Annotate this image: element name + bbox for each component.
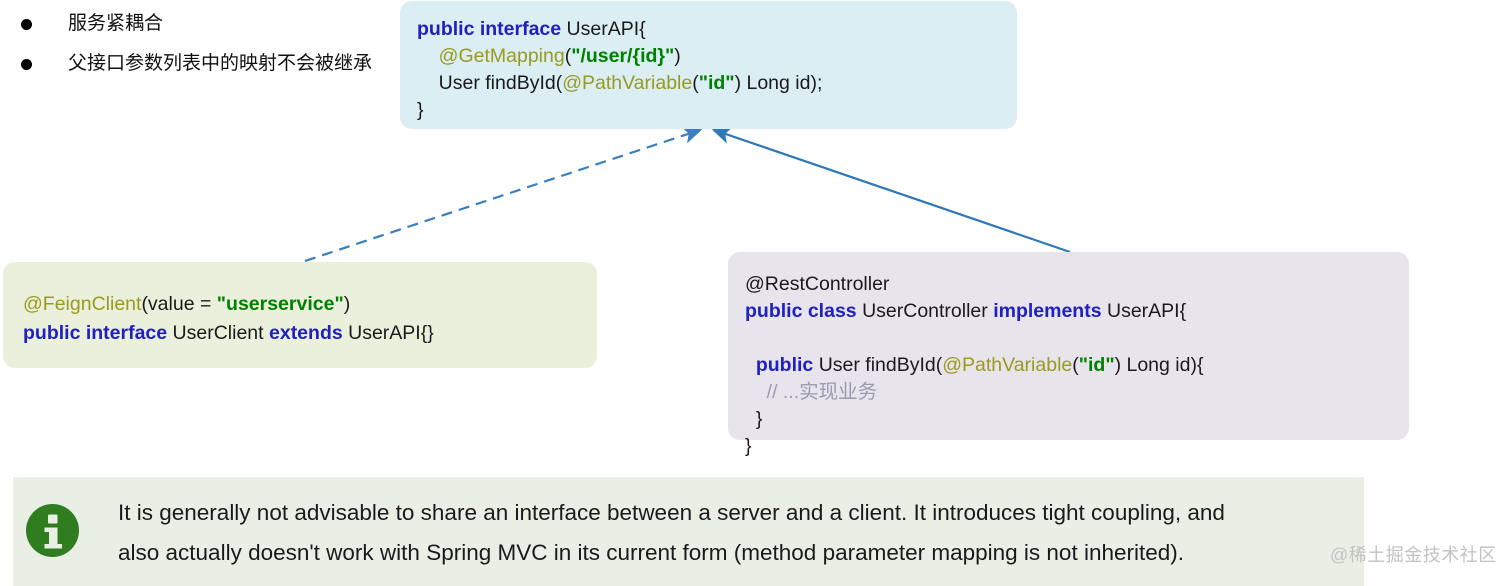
code-token: @PathVariable	[562, 72, 693, 94]
code-token: (value =	[141, 293, 217, 315]
info-circle-icon	[26, 504, 79, 557]
code-token: public interface	[417, 18, 567, 40]
code-token: }	[417, 99, 424, 121]
code-token: UserController	[862, 300, 994, 322]
list-item-label: 服务紧耦合	[68, 13, 164, 34]
code-token: @FeignClient	[23, 293, 142, 315]
watermark: @稀土掘金技术社区	[1330, 545, 1497, 565]
code-token: }	[745, 435, 752, 457]
code-card-userclient: @FeignClient(value = "userservice")publi…	[3, 262, 597, 368]
code-token: ) Long id){	[1114, 354, 1204, 376]
code-token: "userservice"	[216, 293, 344, 315]
code-token: UserAPI{}	[348, 322, 434, 344]
code-token: (	[1072, 354, 1079, 376]
bullet-list: 服务紧耦合 父接口参数列表中的映射不会被继承	[14, 4, 404, 84]
list-item-label: 父接口参数列表中的映射不会被继承	[68, 53, 373, 74]
info-line-1: It is generally not advisable to share a…	[118, 500, 1225, 525]
bullet-dot-icon	[21, 59, 32, 70]
code-line: }	[745, 433, 1203, 460]
code-token: implements	[993, 300, 1107, 322]
code-token: (	[692, 72, 699, 94]
code-token	[745, 354, 756, 376]
code-token: "id"	[1078, 354, 1115, 376]
code-line: }	[417, 97, 822, 124]
code-token: User findById(	[417, 72, 563, 94]
info-callout-text: It is generally not advisable to share a…	[118, 493, 1333, 573]
code-token: ) Long id);	[734, 72, 823, 94]
code-line	[745, 325, 1203, 352]
code-token: @GetMapping	[438, 45, 565, 67]
code-token: public	[755, 354, 819, 376]
code-token: UserClient	[172, 322, 269, 344]
inherit-arrow-client	[304, 127, 703, 263]
code-token	[417, 45, 439, 67]
code-token: )	[343, 293, 351, 315]
code-line: public User findById(@PathVariable("id")…	[745, 352, 1204, 379]
code-token: // ...实现业务	[766, 381, 878, 403]
code-token: UserAPI{	[1106, 300, 1187, 322]
code-line: public class UserController implements U…	[745, 298, 1203, 325]
list-item: 父接口参数列表中的映射不会被继承	[14, 44, 404, 84]
implement-arrow-controller	[711, 127, 1071, 254]
code-token: @RestController	[745, 273, 890, 295]
code-token: }	[745, 408, 763, 430]
code-line: }	[745, 406, 1203, 433]
code-token: (	[564, 45, 572, 67]
code-line: // ...实现业务	[745, 379, 1203, 406]
info-callout: It is generally not advisable to share a…	[13, 477, 1364, 586]
code-token: "id"	[698, 72, 735, 94]
code-line: @GetMapping("/user/{id}")	[417, 43, 822, 70]
code-block-userapi: public interface UserAPI{ @GetMapping("/…	[417, 16, 822, 124]
code-token: @PathVariable	[942, 354, 1073, 376]
code-block-usercontroller: @RestController public class UserControll…	[745, 271, 1203, 460]
code-token: public class	[745, 300, 863, 322]
code-line: @RestController	[745, 271, 1203, 298]
list-item: 服务紧耦合	[14, 4, 404, 44]
code-token	[745, 381, 767, 403]
code-token: "/user/{id}"	[571, 45, 675, 67]
code-line: User findById(@PathVariable("id") Long i…	[417, 70, 823, 97]
bullet-dot-icon	[21, 19, 32, 30]
info-line-2: also actually doesn't work with Spring M…	[118, 540, 1185, 565]
code-token: extends	[269, 322, 349, 344]
code-token: public interface	[23, 322, 173, 344]
code-line: @FeignClient(value = "userservice")	[23, 290, 434, 319]
code-token: User findById(	[818, 354, 943, 376]
code-card-usercontroller: @RestController public class UserControll…	[728, 252, 1409, 457]
code-token: )	[674, 45, 681, 67]
code-line: public interface UserAPI{	[417, 16, 822, 43]
code-line: public interface UserClient extends User…	[23, 319, 434, 348]
code-card-userapi: public interface UserAPI{ @GetMapping("/…	[400, 1, 1017, 129]
code-block-userclient: @FeignClient(value = "userservice")publi…	[23, 290, 434, 348]
code-token: UserAPI{	[566, 18, 646, 40]
